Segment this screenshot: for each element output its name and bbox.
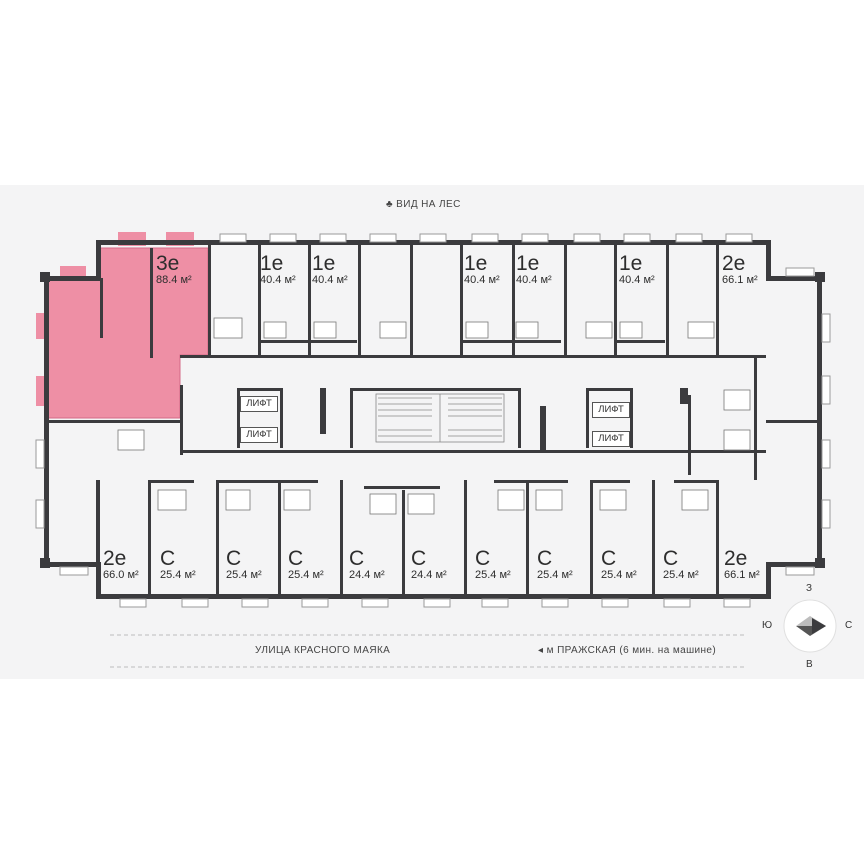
apartment-1e-4[interactable]: 1е 40.4 м² bbox=[516, 253, 552, 286]
apartment-1e-5[interactable]: 1е 40.4 м² bbox=[619, 253, 655, 286]
apartment-type: 1е bbox=[312, 252, 336, 275]
apartment-2e-left[interactable]: 2е 66.0 м² bbox=[103, 548, 139, 581]
apartment-type: С bbox=[537, 547, 553, 570]
apartment-1e-2[interactable]: 1е 40.4 м² bbox=[312, 253, 348, 286]
apartment-type: С bbox=[411, 547, 427, 570]
lift-1: ЛИФТ bbox=[240, 396, 278, 412]
apartment-area: 25.4 м² bbox=[601, 569, 637, 581]
apartment-3e[interactable]: 3е 88.4 м² bbox=[156, 253, 192, 286]
apartment-type: С bbox=[288, 547, 304, 570]
apartment-type: С bbox=[349, 547, 365, 570]
metro-label-text: м ПРАЖСКАЯ (6 мин. на машине) bbox=[546, 645, 717, 656]
arrow-left-icon: ◂ bbox=[538, 645, 544, 656]
apartment-area: 25.4 м² bbox=[160, 569, 196, 581]
apartment-area: 66.1 м² bbox=[724, 569, 760, 581]
apartment-c-9[interactable]: С 25.4 м² bbox=[663, 548, 699, 581]
apartment-type: 2е bbox=[724, 547, 748, 570]
apartment-type: 2е bbox=[103, 547, 127, 570]
apartment-c-2[interactable]: С 25.4 м² bbox=[226, 548, 262, 581]
apartment-area: 66.0 м² bbox=[103, 569, 139, 581]
apartment-c-7[interactable]: С 25.4 м² bbox=[537, 548, 573, 581]
apartment-area: 88.4 м² bbox=[156, 274, 192, 286]
windows bbox=[35, 233, 831, 608]
apartment-area: 25.4 м² bbox=[288, 569, 324, 581]
apartment-type: 3е bbox=[156, 252, 180, 275]
core bbox=[180, 385, 766, 455]
apartment-area: 40.4 м² bbox=[516, 274, 552, 286]
apartment-type: С bbox=[663, 547, 679, 570]
compass-east-label: С bbox=[845, 620, 853, 631]
trees-icon: ♣ bbox=[386, 199, 393, 210]
apartment-type: С bbox=[475, 547, 491, 570]
apartment-type: 2е bbox=[722, 252, 746, 275]
apartment-c-8[interactable]: С 25.4 м² bbox=[601, 548, 637, 581]
corner-partitions bbox=[48, 248, 818, 480]
apartment-area: 40.4 м² bbox=[260, 274, 296, 286]
apartment-2e-right[interactable]: 2е 66.1 м² bbox=[724, 548, 760, 581]
apartment-area: 25.4 м² bbox=[663, 569, 699, 581]
apartment-type: 1е bbox=[260, 252, 284, 275]
street-label: УЛИЦА КРАСНОГО МАЯКА bbox=[255, 645, 391, 656]
apartment-area: 25.4 м² bbox=[537, 569, 573, 581]
view-label: ♣ ВИД НА ЛЕС bbox=[386, 199, 461, 210]
metro-label: ◂ м ПРАЖСКАЯ (6 мин. на машине) bbox=[538, 645, 716, 656]
apartment-area: 24.4 м² bbox=[349, 569, 385, 581]
lift-4: ЛИФТ bbox=[592, 431, 630, 447]
bottom-row-partitions bbox=[96, 480, 719, 596]
apartment-type: С bbox=[160, 547, 176, 570]
compass-pointer bbox=[812, 618, 826, 634]
stairs bbox=[375, 393, 505, 443]
apartment-area: 40.4 м² bbox=[619, 274, 655, 286]
compass-south-label: В bbox=[806, 659, 813, 670]
apartment-area: 40.4 м² bbox=[312, 274, 348, 286]
apartment-c-1[interactable]: С 25.4 м² bbox=[160, 548, 196, 581]
bathroom-fixtures bbox=[117, 317, 751, 515]
compass-west-label: Ю bbox=[762, 620, 773, 631]
apartment-area: 40.4 м² bbox=[464, 274, 500, 286]
window-3e-3 bbox=[60, 266, 86, 278]
apartment-c-5[interactable]: С 24.4 м² bbox=[411, 548, 447, 581]
apartment-c-4[interactable]: С 24.4 м² bbox=[349, 548, 385, 581]
apartment-type: С bbox=[601, 547, 617, 570]
apartment-type: С bbox=[226, 547, 242, 570]
floor-plan-panel: ♣ ВИД НА ЛЕС ЛИФТ ЛИФТ ЛИФТ ЛИФТ 3е 88.4… bbox=[0, 185, 864, 679]
compass-north-label: З bbox=[806, 583, 813, 594]
apartment-area: 25.4 м² bbox=[226, 569, 262, 581]
apartment-type: 1е bbox=[619, 252, 643, 275]
top-row-partitions bbox=[180, 245, 766, 358]
apartment-area: 66.1 м² bbox=[722, 274, 758, 286]
apartment-2e-top[interactable]: 2е 66.1 м² bbox=[722, 253, 758, 286]
lift-3: ЛИФТ bbox=[592, 402, 630, 418]
apartment-area: 24.4 м² bbox=[411, 569, 447, 581]
apartment-type: 1е bbox=[464, 252, 488, 275]
apartment-c-3[interactable]: С 25.4 м² bbox=[288, 548, 324, 581]
apartment-c-6[interactable]: С 25.4 м² bbox=[475, 548, 511, 581]
apartment-area: 25.4 м² bbox=[475, 569, 511, 581]
apartment-type: 1е bbox=[516, 252, 540, 275]
apartment-1e-1[interactable]: 1е 40.4 м² bbox=[260, 253, 296, 286]
apartment-1e-3[interactable]: 1е 40.4 м² bbox=[464, 253, 500, 286]
view-label-text: ВИД НА ЛЕС bbox=[396, 199, 461, 210]
lift-2: ЛИФТ bbox=[240, 427, 278, 443]
floor-plan bbox=[35, 232, 837, 668]
